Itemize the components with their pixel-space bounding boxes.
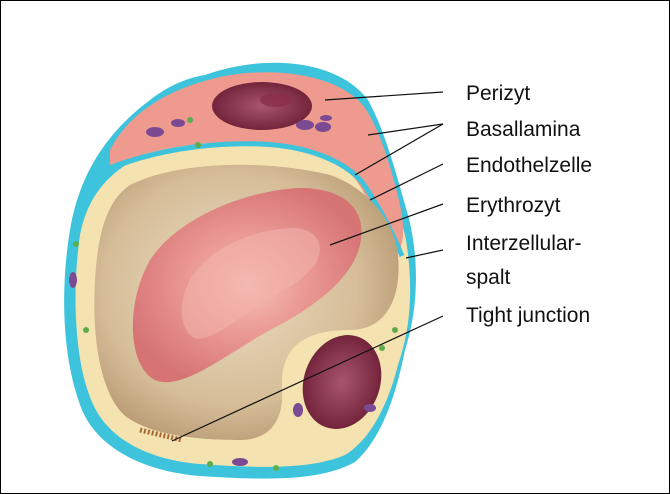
label-interzellularspalt-line1: Interzellular- xyxy=(466,232,582,256)
label-endothelzelle: Endothelzelle xyxy=(466,154,592,178)
label-tight-junction: Tight junction xyxy=(466,304,590,328)
label-erythrozyt: Erythrozyt xyxy=(466,194,561,218)
label-basallamina: Basallamina xyxy=(466,118,580,142)
pericyte-nucleolus xyxy=(260,93,292,107)
label-perizyt: Perizyt xyxy=(466,82,530,106)
label-interzellularspalt-line2: spalt xyxy=(466,266,510,290)
